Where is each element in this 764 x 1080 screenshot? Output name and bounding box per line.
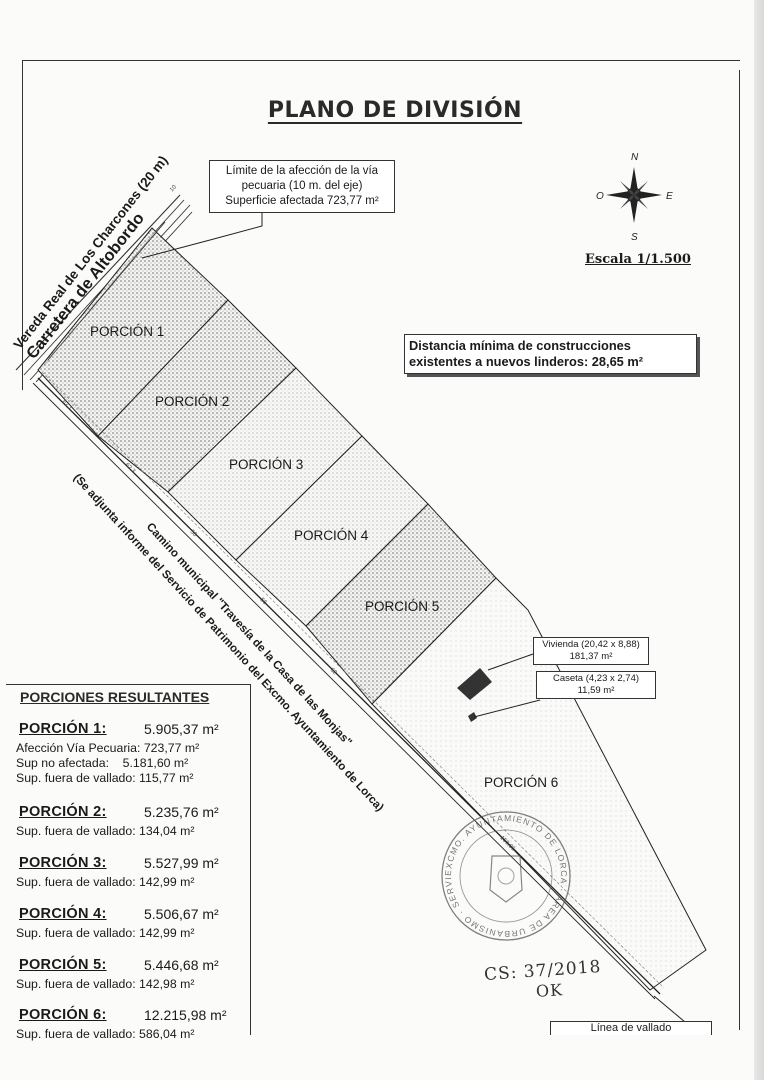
legend-item-name: PORCIÓN 3: bbox=[19, 855, 107, 871]
distance-note-line: existentes a nuevos linderos: 28,65 m² bbox=[409, 354, 643, 369]
compass-east: E bbox=[666, 191, 673, 202]
legend-item-sub: Sup. fuera de vallado: 142,99 m² bbox=[16, 926, 195, 940]
legend-item-sub: Sup no afectada: 5.181,60 m² bbox=[16, 756, 189, 770]
legend-item-sub: Sup. fuera de vallado: 115,77 m² bbox=[16, 771, 194, 785]
callout-line: Caseta (4,23 x 2,74) bbox=[552, 673, 640, 684]
callout-line: 11,59 m² bbox=[577, 685, 615, 696]
portion-5-label: PORCIÓN 5 bbox=[365, 599, 439, 614]
legend-item-sub: Sup. fuera de vallado: 142,99 m² bbox=[16, 875, 195, 889]
scale-label: Escala 1/1.500 bbox=[585, 252, 691, 267]
svg-text:62: 62 bbox=[329, 667, 338, 676]
frame-right-line bbox=[739, 70, 740, 1030]
legend-item-sub: Afección Vía Pecuaria: 723,77 m² bbox=[16, 741, 200, 755]
svg-text:56: 56 bbox=[189, 529, 198, 538]
vivienda-leader bbox=[487, 653, 534, 671]
legend-item-name: PORCIÓN 2: bbox=[19, 804, 107, 820]
via-pecuaria-limit-line bbox=[43, 225, 161, 366]
callout-line: Vivienda (20,42 x 8,88) bbox=[542, 639, 640, 650]
legend-item-name: PORCIÓN 4: bbox=[19, 906, 107, 922]
portion-4-label: PORCIÓN 4 bbox=[294, 528, 369, 543]
frame-left-line bbox=[22, 60, 23, 390]
legend-item-name: PORCIÓN 5: bbox=[19, 957, 107, 973]
portion-3-label: PORCIÓN 3 bbox=[229, 457, 303, 472]
vivienda-building bbox=[457, 668, 492, 700]
legend-item-name: PORCIÓN 6: bbox=[19, 1007, 107, 1023]
legend-item-name: PORCIÓN 1: bbox=[19, 721, 107, 737]
portion-2-label: PORCIÓN 2 bbox=[155, 394, 229, 409]
vallado-line bbox=[41, 371, 665, 989]
legend-item-portion-4: PORCIÓN 4: 5.506,67 m² Sup. fuera de val… bbox=[14, 906, 244, 941]
legend-item-area: 12.215,98 m² bbox=[144, 1007, 227, 1023]
caseta-leader bbox=[473, 699, 541, 718]
compass-south: S bbox=[631, 232, 638, 243]
compass-rose-icon bbox=[606, 167, 662, 223]
legend-item-portion-5: PORCIÓN 5: 5.446,68 m² Sup. fuera de val… bbox=[14, 957, 244, 992]
camino-edge-line bbox=[37, 377, 661, 995]
handwritten-ok: OK bbox=[535, 980, 564, 1001]
legend-item-area: 5.527,99 m² bbox=[144, 855, 219, 871]
frame-top-line bbox=[22, 60, 740, 61]
portion-6-area bbox=[371, 577, 707, 991]
caseta-callout: Caseta (4,23 x 2,74) 11,59 m² bbox=[536, 671, 656, 699]
callout-line: 181,37 m² bbox=[569, 651, 613, 662]
vivienda-callout: Vivienda (20,42 x 8,88) 181,37 m² bbox=[533, 637, 649, 665]
legend-item-portion-6: PORCIÓN 6: 12.215,98 m² Sup. fuera de va… bbox=[14, 1007, 244, 1042]
portions-legend: PORCIONES RESULTANTES PORCIÓN 1: 5.905,3… bbox=[6, 684, 251, 1041]
callout-line: Límite de la afección de la vía bbox=[225, 165, 379, 177]
legend-item-portion-3: PORCIÓN 3: 5.527,99 m² Sup. fuera de val… bbox=[14, 855, 244, 890]
compass-west: O bbox=[596, 191, 604, 202]
vallado-leader bbox=[653, 995, 686, 1023]
callout-line: pecuaria (10 m. del eje) bbox=[241, 180, 363, 192]
portion-1-label: PORCIÓN 1 bbox=[90, 324, 164, 339]
road-edge-line bbox=[15, 194, 181, 371]
legend-item-area: 5.446,68 m² bbox=[144, 957, 219, 973]
legend-item-portion-1: PORCIÓN 1: 5.905,37 m² Afección Vía Pecu… bbox=[14, 721, 244, 786]
legend-item-area: 5.235,76 m² bbox=[144, 804, 219, 820]
legend-item-area: 5.905,37 m² bbox=[144, 721, 219, 737]
portion-6-label: PORCIÓN 6 bbox=[484, 775, 558, 790]
caseta-building bbox=[468, 712, 477, 722]
legend-item-sub: Sup. fuera de vallado: 134,04 m² bbox=[16, 824, 195, 838]
distance-note-line: Distancia mínima de construcciones bbox=[409, 338, 631, 353]
svg-text:56: 56 bbox=[259, 597, 268, 606]
legend-item-portion-2: PORCIÓN 2: 5.235,76 m² Sup. fuera de val… bbox=[14, 804, 244, 839]
scan-edge bbox=[754, 0, 764, 1080]
compass-north: N bbox=[631, 152, 639, 163]
via-pecuaria-callout: Límite de la afección de la vía pecuaria… bbox=[209, 160, 395, 213]
svg-text:10: 10 bbox=[169, 184, 178, 193]
camino-edge-line bbox=[32, 382, 656, 1000]
legend-item-sub: Sup. fuera de vallado: 142,98 m² bbox=[16, 977, 195, 991]
distance-note: Distancia mínima de construcciones exist… bbox=[404, 334, 697, 374]
via-pecuaria-leader bbox=[141, 213, 263, 259]
vallado-callout: Línea de vallado bbox=[550, 1021, 712, 1035]
legend-item-area: 5.506,67 m² bbox=[144, 906, 219, 922]
callout-line: Línea de vallado bbox=[590, 1022, 672, 1034]
callout-line: Superficie afectada 723,77 m² bbox=[225, 195, 379, 207]
legend-header: PORCIONES RESULTANTES bbox=[20, 689, 210, 705]
legend-item-sub: Sup. fuera de vallado: 586,04 m² bbox=[16, 1027, 195, 1041]
plan-title: PLANO DE DIVISIÓN bbox=[267, 98, 523, 123]
